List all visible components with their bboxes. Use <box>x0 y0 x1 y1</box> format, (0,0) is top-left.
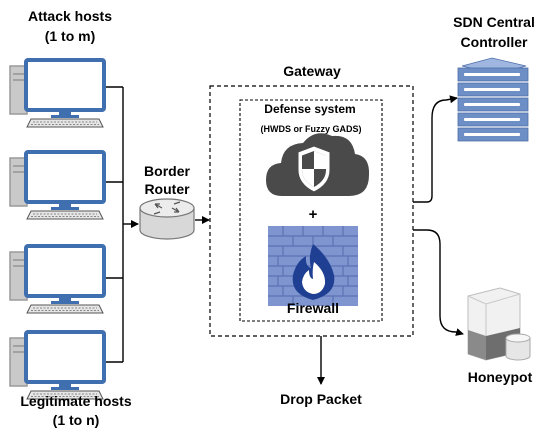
attack-hosts-title: Attack hosts <box>27 8 113 24</box>
gateway-box <box>209 85 414 337</box>
honeypot-icon <box>467 287 531 361</box>
defense-system-subtitle: (HWDS or Fuzzy GADS) <box>260 124 362 134</box>
host-links <box>100 86 124 363</box>
sdn-controller-label-line2: Controller <box>460 34 528 50</box>
router-label-line1: Border <box>144 163 190 179</box>
attack-hosts-count: (1 to m) <box>44 28 96 44</box>
router-icon <box>139 198 195 240</box>
plus-sign: + <box>308 206 318 223</box>
defense-system-title: Defense system <box>264 102 356 116</box>
gateway-to-honeypot-arrow <box>413 229 464 336</box>
cloud-shield-icon <box>266 133 370 196</box>
legit-host-2-icon <box>9 330 106 400</box>
honeypot-label: Honeypot <box>467 369 533 385</box>
drop-packet-label: Drop Packet <box>280 391 362 407</box>
router-label-line2: Router <box>144 181 190 197</box>
attack-host-2-icon <box>9 150 106 220</box>
legit-host-1-icon <box>9 244 106 314</box>
gateway-to-sdn-arrow <box>413 95 458 203</box>
legitimate-hosts-count: (1 to n) <box>52 412 100 428</box>
firewall-label: Firewall <box>286 300 340 316</box>
legitimate-hosts-title: Legitimate hosts <box>20 393 132 409</box>
firewall-icon <box>268 226 358 306</box>
gateway-label: Gateway <box>283 63 341 79</box>
sdn-controller-label-line1: SDN Central <box>453 14 535 30</box>
defense-system-box <box>239 99 383 322</box>
attack-host-1-icon <box>9 58 106 128</box>
server-rack-icon <box>457 57 529 142</box>
